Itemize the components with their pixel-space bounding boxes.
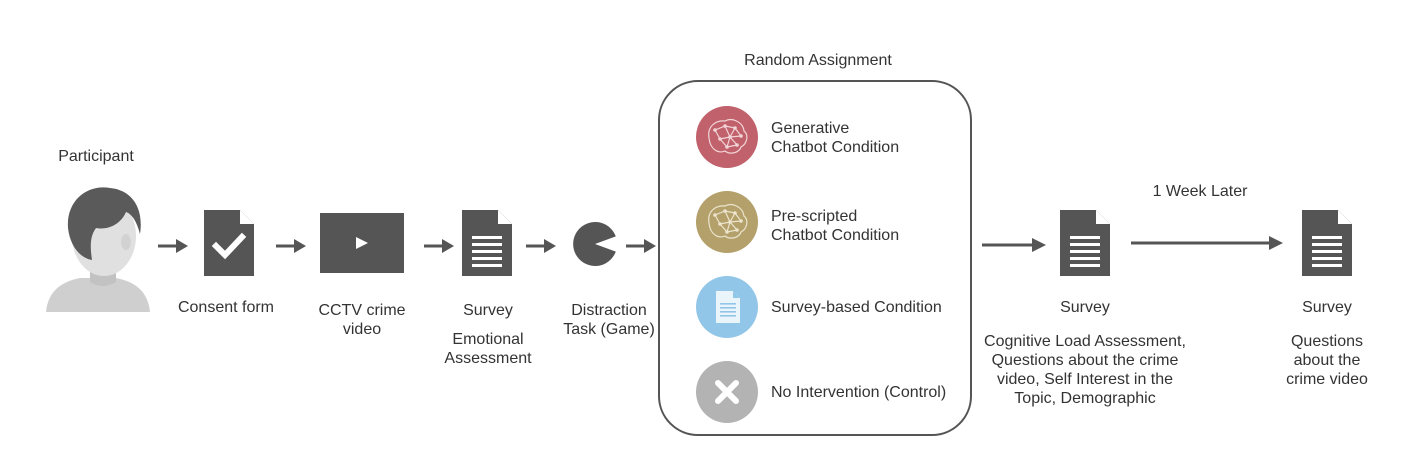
survey-based-label: Survey-based Condition — [771, 299, 942, 316]
post-survey-line3: video, Self Interest in the — [996, 371, 1174, 388]
survey1-line2: Assessment — [444, 350, 532, 367]
arrow-survey-to-distraction — [526, 238, 556, 254]
brain-network-icon — [708, 119, 748, 154]
video-play-icon — [320, 213, 404, 273]
arrow-video-to-survey — [424, 238, 454, 254]
post-survey-title: Survey — [1060, 299, 1110, 316]
distraction-line1: Distraction — [571, 302, 647, 319]
arrow-participant-to-consent — [158, 238, 188, 254]
survey-document-icon — [462, 210, 512, 276]
close-x-icon — [715, 380, 739, 404]
generative-condition-circle — [696, 106, 758, 168]
final-survey-document-icon — [1302, 210, 1352, 276]
no-intervention-condition-circle — [696, 361, 758, 423]
consent-form-icon — [204, 210, 254, 276]
post-survey-line1: Cognitive Load Assessment, — [984, 333, 1186, 350]
generative-line1: Generative — [771, 120, 850, 137]
brain-network-icon — [708, 204, 748, 239]
final-survey-line2: about the — [1293, 352, 1361, 369]
survey-based-condition-circle — [696, 276, 758, 338]
post-survey-line2: Questions about the crime — [991, 352, 1179, 369]
survey1-title: Survey — [463, 302, 513, 319]
arrow-post-survey-to-final-survey — [1131, 235, 1283, 251]
participant-avatar-icon — [40, 178, 156, 312]
final-survey-line3: crime video — [1286, 371, 1368, 388]
delay-label: 1 Week Later — [1152, 183, 1248, 200]
post-survey-document-icon — [1060, 210, 1110, 276]
consent-form-label: Consent form — [177, 299, 275, 316]
arrow-consent-to-video — [276, 238, 306, 254]
participant-label: Participant — [58, 148, 134, 165]
pacman-game-icon — [573, 222, 617, 266]
final-survey-title: Survey — [1302, 299, 1352, 316]
post-survey-line4: Topic, Demographic — [1014, 390, 1156, 407]
prescripted-line1: Pre-scripted — [771, 208, 858, 225]
final-survey-line1: Questions — [1290, 333, 1364, 350]
no-intervention-label: No Intervention (Control) — [771, 384, 947, 401]
random-assignment-title: Random Assignment — [744, 52, 892, 69]
prescripted-condition-circle — [696, 191, 758, 253]
random-assignment-box — [658, 80, 972, 436]
video-label-line2: video — [342, 321, 382, 338]
document-icon — [716, 291, 740, 323]
video-label-line1: CCTV crime — [318, 302, 406, 319]
survey1-line1: Emotional — [452, 331, 524, 348]
prescripted-line2: Chatbot Condition — [771, 227, 900, 244]
generative-line2: Chatbot Condition — [771, 139, 900, 156]
arrow-assignment-to-post-survey — [982, 237, 1046, 253]
arrow-distraction-to-assignment — [626, 238, 656, 254]
distraction-line2: Task (Game) — [563, 321, 655, 338]
